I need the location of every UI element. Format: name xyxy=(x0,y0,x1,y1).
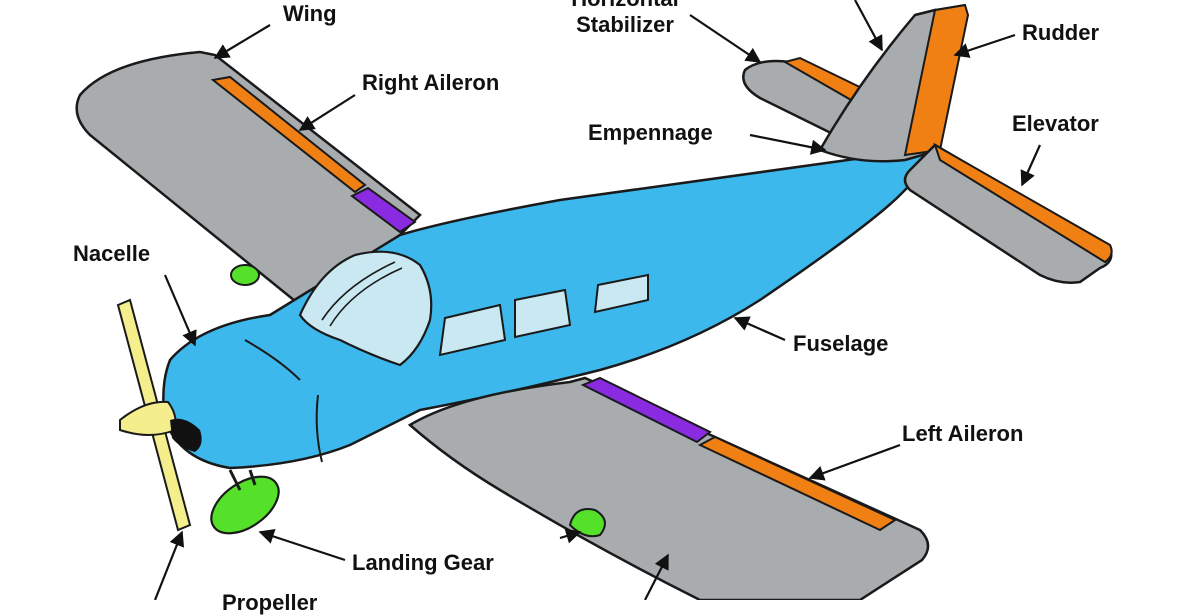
leader-lines xyxy=(153,0,1042,601)
label-elevator: Elevator xyxy=(1012,111,1099,136)
side-windows xyxy=(438,273,649,357)
label-horizontal-stabilizer-line1: Horizontal xyxy=(560,0,690,10)
landing-gear-right-wheel xyxy=(230,264,260,286)
label-nacelle: Nacelle xyxy=(73,241,151,266)
canopy xyxy=(298,250,433,367)
label-propeller: Propeller xyxy=(222,590,318,615)
label-landing-gear: Landing Gear xyxy=(352,550,494,575)
propeller xyxy=(116,298,202,532)
airplane-illustration xyxy=(75,0,1113,602)
label-horizontal-stabilizer-line2: Stabilizer xyxy=(576,12,674,37)
landing-gear xyxy=(210,469,606,538)
vertical-stabilizer xyxy=(818,3,970,163)
horizontal-stabilizer-near xyxy=(903,142,1113,284)
right-wing xyxy=(75,50,422,307)
label-empennage: Empennage xyxy=(588,120,713,145)
airplane-diagram: Wing Right Aileron Horizontal Stabilizer… xyxy=(73,0,1113,614)
label-right-aileron: Right Aileron xyxy=(362,70,500,95)
label-fuselage: Fuselage xyxy=(793,331,889,356)
horizontal-stabilizer-far xyxy=(742,56,872,137)
label-wing: Wing xyxy=(283,1,337,26)
label-rudder: Rudder xyxy=(1022,20,1099,45)
label-left-aileron: Left Aileron xyxy=(902,421,1024,446)
